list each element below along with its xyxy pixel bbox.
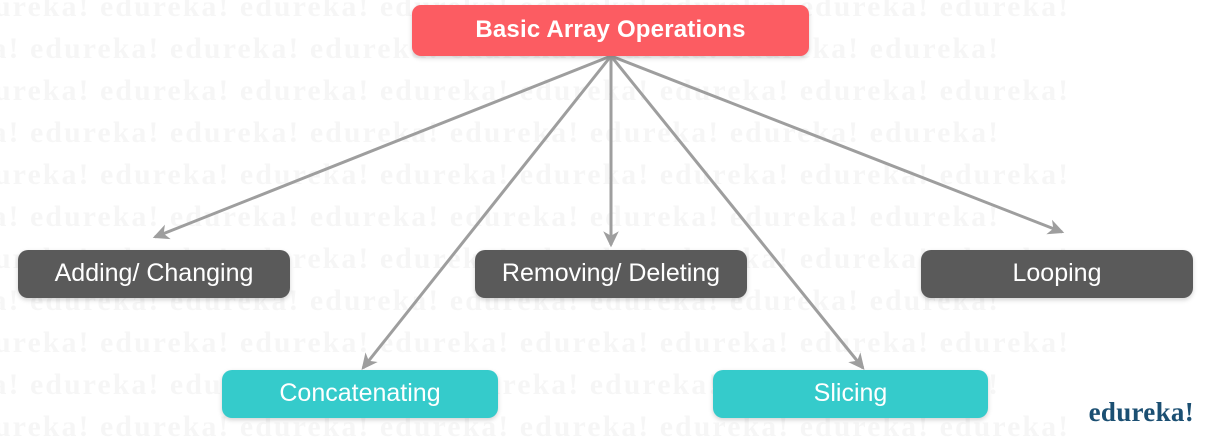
node-removing-deleting[interactable]: Removing/ Deleting — [475, 250, 747, 298]
node-label: Slicing — [813, 379, 888, 408]
node-basic-array-operations[interactable]: Basic Array Operations — [412, 5, 809, 56]
node-label: Adding/ Changing — [54, 259, 254, 288]
node-label: Removing/ Deleting — [501, 259, 721, 288]
connector-arrow — [609, 55, 865, 370]
node-label: Looping — [1012, 259, 1102, 288]
node-slicing[interactable]: Slicing — [713, 370, 988, 418]
connector-arrow — [361, 55, 613, 370]
node-label: Basic Array Operations — [475, 16, 746, 44]
node-looping[interactable]: Looping — [921, 250, 1193, 298]
node-label: Concatenating — [279, 379, 441, 408]
connector-arrow — [152, 54, 612, 240]
node-adding-changing[interactable]: Adding/ Changing — [18, 250, 290, 298]
connector-arrow — [610, 54, 1065, 235]
edureka-logo: edureka! — [1088, 397, 1194, 427]
node-concatenating[interactable]: Concatenating — [222, 370, 498, 418]
